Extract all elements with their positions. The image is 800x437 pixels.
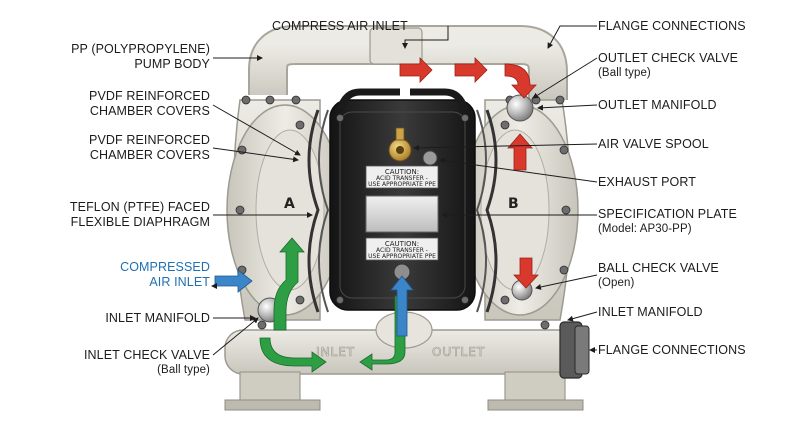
- ball-check-valve-line1: BALL CHECK VALVE: [598, 261, 719, 275]
- caution-top-line1: CAUTION:: [385, 168, 419, 176]
- pump-body-label: PP (POLYPROPYLENE) PUMP BODY: [60, 42, 210, 72]
- inlet-check-valve-line1: INLET CHECK VALVE: [83, 348, 210, 362]
- chamber-covers-2-line2: CHAMBER COVERS: [89, 148, 210, 162]
- air-center-section: CAUTION: ACID TRANSFER - USE APPROPRIATE…: [329, 88, 476, 311]
- specification-plate-line2: (Model: AP30-PP): [598, 223, 692, 235]
- chamber-a-label: A: [284, 196, 295, 212]
- ball-check-valve-line2: (Open): [598, 277, 635, 289]
- caution-top-line3: USE APPROPRIATE PPE: [368, 181, 436, 188]
- inlet-molding: INLET: [316, 345, 355, 359]
- chamber-b-label: B: [508, 196, 519, 212]
- bolts: [235, 95, 571, 330]
- chamber-covers-2-line1: PVDF REINFORCED: [89, 133, 210, 147]
- pump-body-line1: PP (POLYPROPYLENE): [71, 42, 210, 56]
- outlet-flow-arrows: [399, 57, 539, 289]
- specification-plate-line1: SPECIFICATION PLATE: [598, 207, 737, 221]
- specification-plate-label: SPECIFICATION PLATE (Model: AP30-PP): [598, 207, 737, 237]
- compress-air-inlet-label: COMPRESS AIR INLET: [272, 19, 408, 33]
- compressed-air-line2: AIR INLET: [149, 275, 210, 289]
- inlet-manifold-right-label: INLET MANIFOLD: [598, 305, 703, 319]
- flange-connections-top-label: FLANGE CONNECTIONS: [598, 19, 746, 33]
- chamber-covers-1-line2: CHAMBER COVERS: [89, 104, 210, 118]
- exhaust-port-label: EXHAUST PORT: [598, 175, 696, 189]
- outlet-check-valve-label: OUTLET CHECK VALVE (Ball type): [598, 51, 738, 81]
- chamber-covers-1-line1: PVDF REINFORCED: [89, 89, 210, 103]
- compressed-air-line1: COMPRESSED: [120, 260, 210, 274]
- chamber-covers-label-2: PVDF REINFORCED CHAMBER COVERS: [60, 133, 210, 163]
- inlet-check-valve-label: INLET CHECK VALVE (Ball type): [60, 348, 210, 378]
- chamber-covers-label-1: PVDF REINFORCED CHAMBER COVERS: [60, 89, 210, 119]
- outlet-check-ball: [506, 94, 534, 122]
- air-valve-spool-label: AIR VALVE SPOOL: [598, 137, 709, 151]
- inlet-check-valve-line2: (Ball type): [157, 364, 210, 376]
- air-flow-arrows: [214, 269, 414, 337]
- outlet-check-valve-line1: OUTLET CHECK VALVE: [598, 51, 739, 65]
- outlet-molding: OUTLET: [432, 345, 485, 359]
- caution-bottom-line1: CAUTION:: [385, 240, 419, 248]
- diaphragm-label: TEFLON (PTFE) FACED FLEXIBLE DIAPHRAGM: [40, 200, 210, 230]
- flange-connections-bottom-label: FLANGE CONNECTIONS: [598, 343, 746, 357]
- caution-top-line2: ACID TRANSFER -: [376, 175, 428, 182]
- leader-lines: [211, 25, 598, 356]
- ball-check-valve-label: BALL CHECK VALVE (Open): [598, 261, 719, 291]
- inlet-manifold-left-label: INLET MANIFOLD: [105, 311, 210, 325]
- right-chamber-housing: B: [461, 99, 579, 321]
- outlet-check-valve-line2: (Ball type): [598, 67, 651, 79]
- diaphragm-line1: TEFLON (PTFE) FACED: [69, 200, 210, 214]
- caution-bottom-line2: ACID TRANSFER -: [376, 247, 428, 254]
- pump-body-line2: PUMP BODY: [134, 57, 210, 71]
- compressed-air-inlet-label: COMPRESSED AIR INLET: [60, 260, 210, 290]
- caution-bottom-line3: USE APPROPRIATE PPE: [368, 253, 436, 260]
- outlet-manifold-label: OUTLET MANIFOLD: [598, 98, 717, 112]
- diaphragm-line2: FLEXIBLE DIAPHRAGM: [70, 215, 210, 229]
